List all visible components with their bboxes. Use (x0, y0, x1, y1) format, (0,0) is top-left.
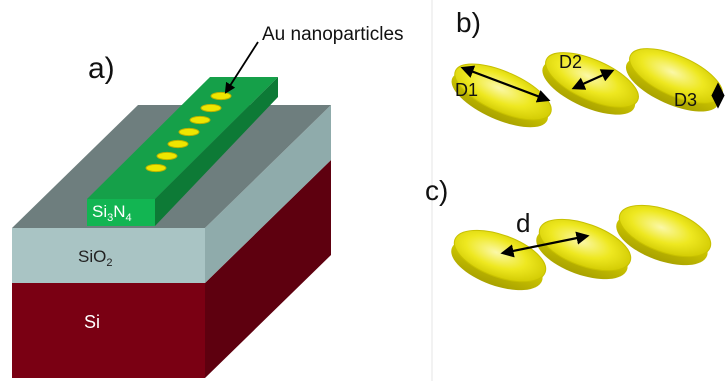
nanoparticle (210, 91, 232, 101)
particle-top (618, 204, 712, 258)
nanoparticle (200, 103, 222, 113)
panel-c: c) d (425, 175, 712, 291)
panel-c-label: c) (425, 175, 448, 206)
oxide-label-sub: 2 (106, 257, 112, 269)
panel-b-label: b) (456, 7, 481, 38)
panel-a-label: a) (88, 52, 115, 85)
nanoparticle-chain (145, 91, 232, 173)
substrate-label: Si (84, 312, 100, 332)
si-substrate-side (205, 160, 331, 378)
panel-b: b) D1 D2 D3 (451, 7, 725, 128)
oxide-label: SiO2 (78, 247, 112, 269)
nanoparticle (178, 127, 200, 137)
d1-arrow (460, 65, 551, 103)
si-substrate-front (12, 283, 205, 378)
nanoparticle (189, 115, 211, 125)
nanoparticles-label: Au nanoparticles (262, 24, 404, 45)
nanoparticle (167, 139, 189, 149)
gap-label: d (516, 208, 530, 238)
waveguide-label: Si3N4 (92, 202, 132, 224)
nanoparticle-pointer-arrow (224, 41, 259, 94)
waveguide-label-sub2: 4 (126, 212, 132, 224)
ellipsoid-particle (451, 229, 547, 291)
gap-arrow (500, 231, 590, 258)
waveguide-label-si: Si (92, 202, 107, 221)
waveguide-label-sub1: 3 (107, 212, 113, 224)
d2-arrow (571, 69, 615, 90)
d3-label: D3 (674, 90, 697, 110)
waveguide-side-face (155, 77, 278, 226)
nanoparticle (145, 163, 167, 173)
ellipsoid-particle (625, 48, 723, 112)
waveguide-front-face (87, 199, 155, 226)
oxide-label-main: SiO (78, 247, 106, 266)
d2-label: D2 (559, 52, 582, 72)
sio2-layer-side (205, 105, 331, 283)
ellipsoid-particle (542, 52, 639, 115)
waveguide-label-n: N (113, 202, 125, 221)
sio2-layer-front (12, 228, 205, 283)
d1-label: D1 (455, 80, 478, 100)
waveguide-top-face (87, 77, 278, 199)
nanoparticle (156, 151, 178, 161)
panel-a: a) Au nanoparticles Si3N4 SiO2 Si (12, 24, 404, 378)
ellipsoid-particle (616, 204, 712, 266)
